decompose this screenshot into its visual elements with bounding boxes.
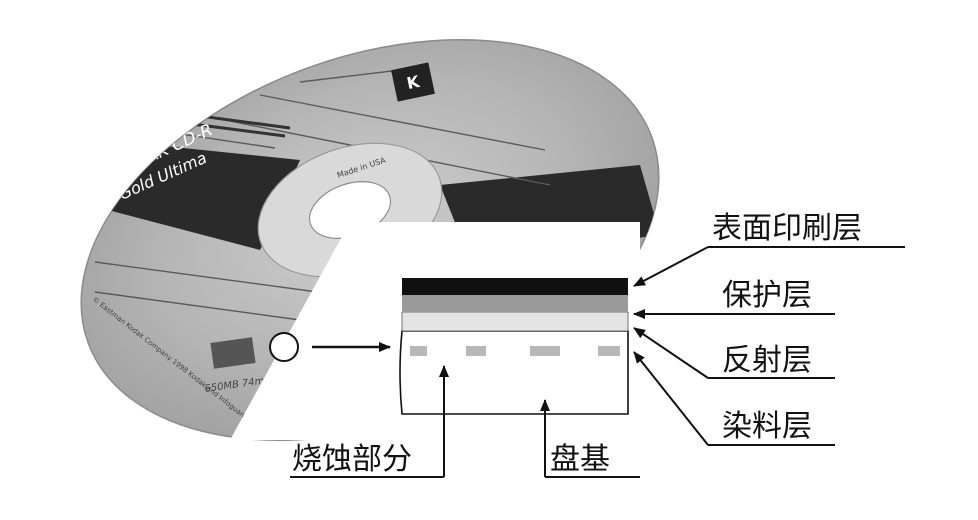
burned-pits	[410, 346, 620, 356]
burned-pit	[410, 346, 427, 356]
label-burned-part: 烧蚀部分	[292, 442, 412, 477]
burned-pit	[466, 346, 486, 356]
label-substrate: 盘基	[550, 442, 610, 477]
kodak-logo-box	[391, 62, 435, 102]
label-surface-print-layer: 表面印刷层	[712, 211, 862, 246]
kodak-logo-letter: K	[405, 72, 422, 93]
label-protective-layer: 保护层	[722, 278, 812, 313]
label-leaders	[290, 246, 905, 478]
disc-writing-lines	[94, 69, 551, 321]
label-reflective-layer: 反射层	[722, 343, 812, 378]
label-dye-layer: 染料层	[722, 409, 812, 444]
substrate-layer	[399, 330, 629, 415]
magnifier-circle	[269, 332, 299, 362]
burned-pit	[530, 346, 560, 356]
protective-layer	[402, 295, 628, 312]
print-layer	[402, 278, 628, 295]
layer-cross-section	[399, 278, 629, 415]
burned-pit	[598, 346, 620, 356]
reflective-layer	[401, 311, 629, 332]
disc-logo-mark	[210, 337, 256, 369]
